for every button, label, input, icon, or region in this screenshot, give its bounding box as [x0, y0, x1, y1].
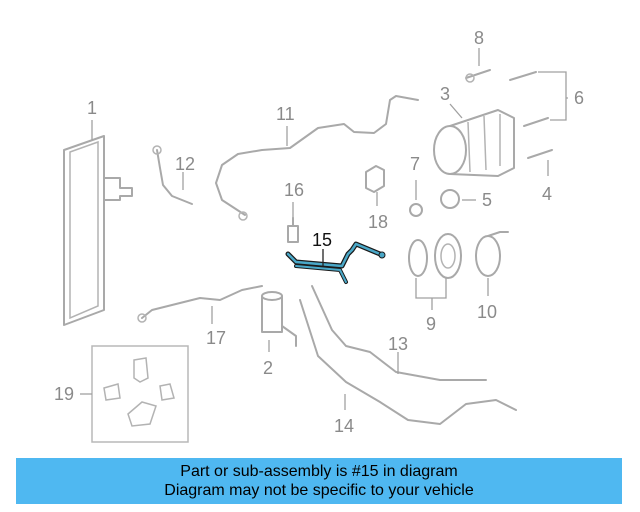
callout-4: 4	[542, 184, 552, 204]
valve-16-part	[287, 217, 299, 243]
callout-7: 7	[410, 154, 420, 174]
callout-8: 8	[474, 28, 484, 48]
callout-17: 17	[206, 328, 226, 348]
hose-12-part	[152, 145, 193, 205]
banner-line-2: Diagram may not be specific to your vehi…	[164, 482, 474, 499]
callout-10: 10	[477, 302, 497, 322]
callout-16: 16	[284, 180, 304, 200]
line-15-part	[285, 241, 386, 284]
callout-6-leader	[538, 71, 568, 121]
condenser-part	[63, 135, 133, 326]
fitting-4-part	[527, 149, 553, 159]
callout-12: 12	[175, 154, 195, 174]
hose-14-part	[299, 299, 517, 425]
compressor-3-part	[433, 109, 515, 177]
callout-15: 15	[312, 230, 332, 250]
callout-18: 18	[368, 212, 388, 232]
bolt-8-part	[465, 69, 491, 83]
callout-19: 19	[54, 384, 74, 404]
callout-5: 5	[482, 190, 492, 210]
studs-6-part	[509, 71, 549, 127]
callout-3-leader	[449, 103, 463, 119]
callout-1: 1	[87, 98, 97, 118]
callout-13: 13	[388, 334, 408, 354]
oring-5-part	[440, 189, 460, 209]
callout-14: 14	[334, 416, 354, 436]
callout-2: 2	[263, 358, 273, 378]
drier-2-part	[261, 291, 297, 347]
clutch-9-part	[408, 233, 462, 279]
callout-6: 6	[574, 88, 584, 108]
hose-17-part	[137, 285, 263, 323]
callout-9-leader	[415, 278, 447, 310]
hose-13-part	[311, 285, 487, 381]
hose-11-part	[215, 95, 419, 221]
bracket-18-part	[365, 165, 385, 193]
coil-10-part	[475, 231, 509, 277]
banner-line-1: Part or sub-assembly is #15 in diagram	[180, 463, 458, 480]
kit-19-part	[91, 345, 189, 443]
callout-9: 9	[426, 314, 436, 334]
washer-7-part	[409, 203, 423, 217]
diagram-note-banner: Part or sub-assembly is #15 in diagram D…	[16, 458, 622, 504]
callout-3: 3	[440, 84, 450, 104]
callout-11: 11	[276, 104, 295, 124]
